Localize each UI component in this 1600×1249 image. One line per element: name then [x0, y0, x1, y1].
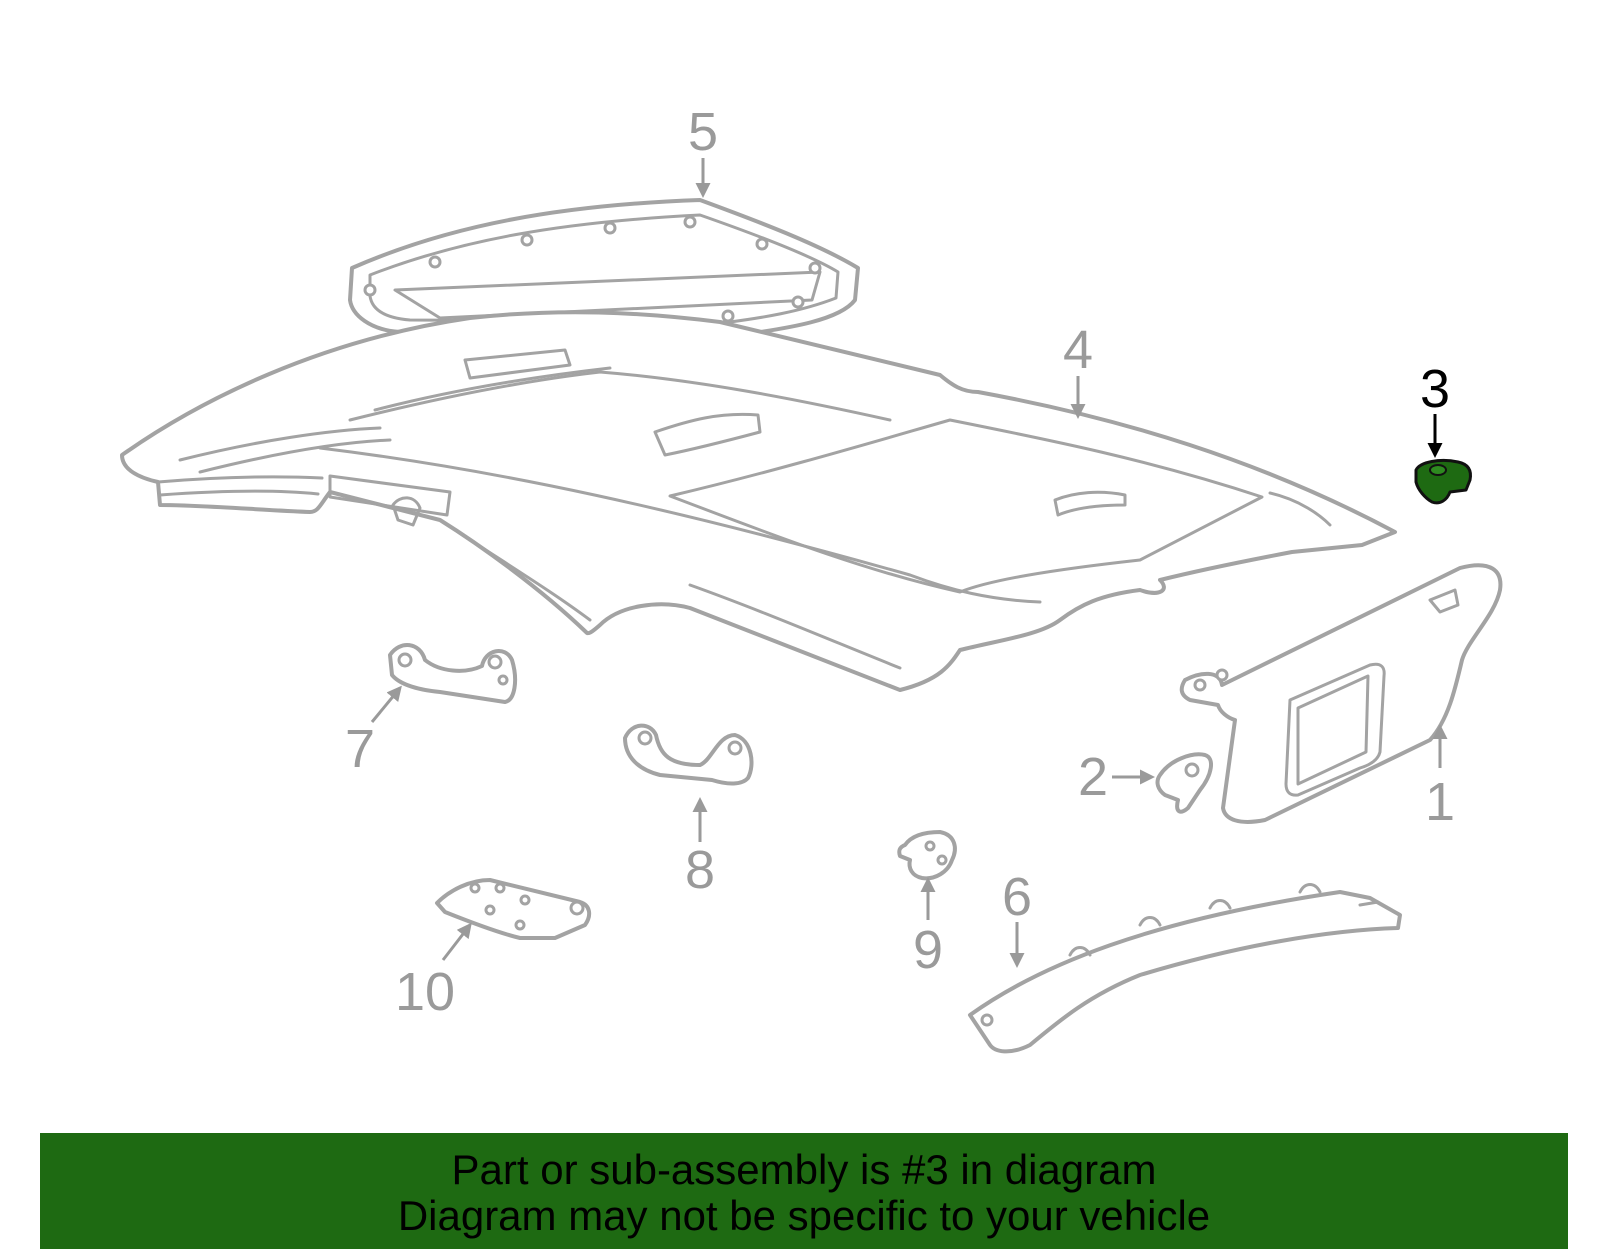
part-4-headliner — [120, 310, 1397, 692]
callout-9[interactable]: 9 — [913, 877, 943, 980]
callout-label-3: 3 — [1420, 359, 1450, 419]
callout-4[interactable]: 4 — [1063, 320, 1093, 419]
callout-3[interactable]: 3 — [1420, 359, 1450, 458]
callout-2[interactable]: 2 — [1078, 747, 1155, 807]
callout-label-2: 2 — [1078, 747, 1108, 807]
callout-7[interactable]: 7 — [345, 685, 402, 779]
callout-6[interactable]: 6 — [1002, 867, 1032, 968]
callout-label-6: 6 — [1002, 867, 1032, 927]
callout-8[interactable]: 8 — [685, 797, 715, 900]
part-2-visor-bracket — [1155, 752, 1213, 814]
callout-label-8: 8 — [685, 840, 715, 900]
part-1-sun-visor — [1179, 563, 1503, 824]
banner-disclaimer: Diagram may not be specific to your vehi… — [397, 1192, 1211, 1239]
part-5-sunroof-frame — [348, 198, 860, 337]
part-9-bracket — [897, 830, 957, 881]
banner-part-note: Part or sub-assembly is #3 in diagram — [451, 1146, 1157, 1193]
callout-label-4: 4 — [1063, 320, 1093, 380]
callout-label-10: 10 — [395, 962, 455, 1022]
part-6-molding — [968, 883, 1402, 1054]
part-3-visor-clip — [1414, 458, 1472, 505]
callout-label-7: 7 — [345, 719, 375, 779]
callout-1[interactable]: 1 — [1425, 724, 1455, 832]
callout-label-1: 1 — [1425, 772, 1455, 832]
part-10-dome-lamp — [435, 878, 592, 940]
part-7-grab-handle — [388, 643, 518, 704]
callout-5[interactable]: 5 — [688, 102, 718, 198]
part-8-grab-handle — [623, 723, 754, 786]
part-info-banner: Part or sub-assembly is #3 in diagram Di… — [40, 1133, 1568, 1249]
callout-10[interactable]: 10 — [395, 922, 472, 1022]
parts-diagram: 5 4 3 1 2 7 8 9 6 10 — [120, 102, 1503, 1054]
callout-label-5: 5 — [688, 102, 718, 162]
callout-label-9: 9 — [913, 920, 943, 980]
